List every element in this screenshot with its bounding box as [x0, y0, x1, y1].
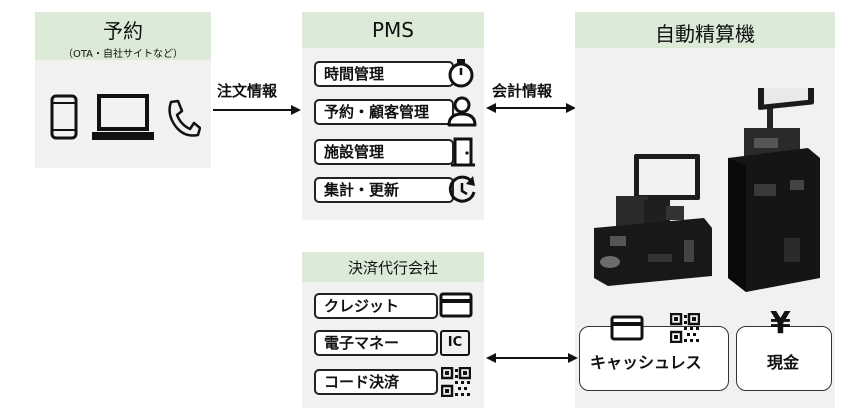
reservation-subtitle: （OTA・自社サイトなど）	[62, 49, 184, 60]
credit-card-icon	[610, 315, 644, 341]
payment-item-credit: クレジット	[314, 293, 438, 319]
payment-provider-title: 決済代行会社	[347, 259, 438, 277]
cash-box	[736, 326, 832, 391]
payment-provider-header: 決済代行会社	[302, 252, 484, 282]
payment-item-label: 電子マネー	[324, 334, 400, 352]
qr-code-icon	[670, 313, 700, 343]
pms-header: PMS	[302, 12, 484, 48]
yen-icon: ¥	[770, 306, 791, 341]
refresh-clock-icon	[448, 175, 476, 203]
phone-icon	[168, 99, 201, 137]
kiosk-machines-image	[594, 88, 820, 292]
accounting-info-label: 会計情報	[492, 82, 553, 100]
laptop-icon	[92, 94, 154, 140]
ic-card-icon: IC	[440, 330, 470, 356]
pms-item-aggregate-update: 集計・更新	[314, 177, 454, 203]
payment-item-code: コード決済	[314, 369, 438, 395]
reservation-panel: 予約 （OTA・自社サイトなど）	[35, 12, 211, 168]
pms-item-time: 時間管理	[314, 61, 454, 87]
payment-item-emoney: 電子マネー	[314, 330, 438, 356]
reservation-header: 予約 （OTA・自社サイトなど）	[35, 12, 211, 60]
door-icon	[451, 137, 475, 167]
qr-code-icon	[441, 367, 471, 397]
payment-item-label: コード決済	[324, 373, 400, 391]
payment-item-label: クレジット	[324, 297, 400, 315]
pms-item-label: 時間管理	[324, 65, 385, 83]
pms-item-label: 集計・更新	[324, 181, 400, 199]
order-info-label: 注文情報	[217, 82, 278, 100]
pms-item-reservation-customer: 予約・顧客管理	[314, 99, 454, 125]
smartphone-icon	[50, 94, 78, 140]
pms-item-label: 予約・顧客管理	[324, 103, 430, 121]
credit-card-icon	[439, 292, 473, 318]
stopwatch-icon	[448, 59, 474, 88]
cashless-label: キャッシュレス	[590, 353, 702, 372]
auto-checkout-header: 自動精算機	[575, 12, 835, 48]
person-icon	[447, 96, 477, 127]
pms-item-facility: 施設管理	[314, 139, 454, 165]
tall-kiosk	[728, 88, 820, 292]
small-kiosk	[594, 154, 712, 286]
reservation-title: 予約	[103, 19, 143, 43]
cashless-box	[579, 326, 729, 391]
pms-item-label: 施設管理	[324, 143, 385, 161]
auto-checkout-title: 自動精算機	[655, 22, 755, 46]
accounting-info-arrow	[486, 103, 576, 113]
pms-title: PMS	[371, 18, 414, 42]
payment-link-arrow	[486, 353, 578, 363]
cash-label: 現金	[767, 353, 800, 372]
order-info-arrow	[213, 105, 301, 115]
